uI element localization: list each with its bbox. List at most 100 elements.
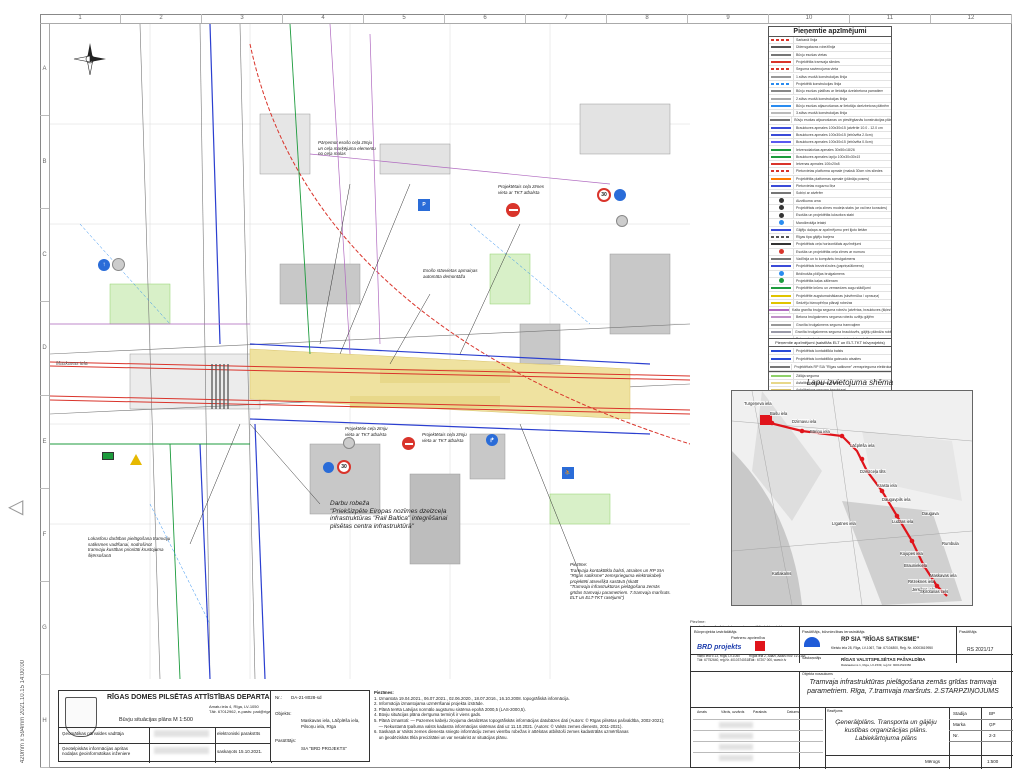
- legend-item: Projektētais kontakttīkla gaisvadu atsai…: [769, 355, 891, 363]
- callout-parking-machine: Esošo stāvvietas apmaiņas automāta demon…: [423, 268, 478, 279]
- legend-symbol-icon: [769, 226, 794, 233]
- grid-col-2: 2: [121, 14, 202, 23]
- legend-label: Sobiņi ar atvērēm: [796, 191, 824, 196]
- grid-row-H: H: [40, 675, 49, 768]
- note-line: — Nekustamā īpašuma valsts kadastra info…: [374, 723, 623, 729]
- legend-label: Būvju esošas vietas: [796, 52, 827, 57]
- traffic-light-icon: [102, 452, 114, 460]
- no-stopping-sign-icon: [112, 258, 125, 271]
- boundary-label: Darbu robeža "Priekšizpēte Eiropas nozīm…: [330, 500, 448, 530]
- legend-symbol-icon: [769, 299, 794, 306]
- legend-symbol-icon: [769, 95, 794, 102]
- legend-label: Projektētie krūmu un zemsedzes augu stād…: [796, 286, 871, 291]
- legend-label: Pieturvietas platforma apmale (maksā 30c…: [796, 169, 883, 174]
- legend-label: Zālāja seguma: [796, 373, 819, 378]
- legend-label: Granīta brulgakmens seguma tramvajiem: [796, 322, 861, 327]
- previous-page-arrow-icon[interactable]: ◁: [8, 496, 24, 518]
- legend-label: Pieturvietas nogaznu līņa: [796, 184, 836, 189]
- legend-symbol-icon: [769, 263, 794, 270]
- legend-label: Projektētie augstumaināšanas (skvērmūka …: [796, 293, 880, 298]
- scheme-title: Lapu izvietojuma shēma: [806, 378, 894, 387]
- legend-item: Gājēju daļapa ar apzīmējumu pret ļijoto …: [769, 226, 891, 235]
- callout-traffic-light: Lokasforu darbības pielāgošana tramvaju …: [88, 536, 171, 558]
- legend-item: Aizvilkuma urna: [769, 197, 891, 205]
- notes-block: Piezīmes: 1. Izmantota 19.04.2021., 06.0…: [374, 690, 686, 762]
- legend-label: Sedzēju biznopērīņa plānaji robežas: [796, 300, 853, 305]
- signature-column-header: Paraksts: [753, 710, 767, 714]
- department-contacts: Tālr. 67012962, e-pasts: pad@riga.lv: [209, 709, 275, 714]
- legend-label: Būvju esošas atjaunošanas ar lietotāja d…: [796, 103, 890, 108]
- tram-rails: [50, 43, 690, 445]
- legend-label: Projektētais RP SIA "Rīgas satiksme" zem…: [794, 364, 891, 369]
- legend-item: Sedzēju biznopērīņa plānaji robežas: [769, 299, 891, 307]
- legend-symbol-icon: [769, 270, 794, 277]
- legend-label: Brauktuves apmales 100x30x15 (atvērtie 1…: [796, 125, 883, 130]
- warning-sign-icon: [130, 454, 142, 465]
- tram-platform-zone: [249, 348, 631, 420]
- legend-symbol-icon: [769, 248, 794, 255]
- row1-label: Ģeomātikas pārvaldes vadītāja: [62, 731, 124, 736]
- agree-name: RĪGAS VALSTSPILSĒTAS PAŠVALDĪBA: [841, 657, 926, 662]
- rs-logo-icon: [804, 637, 820, 647]
- speed-limit-sign-icon: 30: [337, 460, 351, 474]
- plan-type: Būvju situācijas plāns M 1:500: [119, 717, 193, 723]
- grid-col-7: 7: [526, 14, 607, 23]
- callout-sign-position-2: Projektētais ceļa zīmju vieta ar TKT atb…: [422, 432, 467, 443]
- blue-mandatory-sign-icon-2: [323, 462, 334, 473]
- legend-item: Pieturvietas nogaznu līņa: [769, 183, 891, 191]
- scheme-label-l16: Rumbula: [942, 541, 959, 546]
- partner-caption: Partneru apvienība: [731, 635, 765, 640]
- grid-row-D: D: [40, 302, 49, 396]
- legend-label: Betona brulgakmens seguma robežu uzlēju …: [796, 315, 874, 320]
- scheme-label-l11: Brauniekiela: [904, 563, 928, 568]
- legend-item: Esošās un projektētās luksofora stabi: [769, 212, 891, 220]
- project-title-block: Būvprojekta izstrādātājs Partneru apvien…: [690, 626, 1013, 769]
- legend-symbol-icon: [769, 161, 794, 168]
- north-arrow-icon: [73, 43, 106, 76]
- nr-label-right: Nr.: [953, 733, 959, 738]
- legend-symbol-icon: [769, 117, 793, 124]
- legend-item: Ietvenodalošas apmales 30x50x18/26: [769, 146, 891, 154]
- legend-item: Projektētie augstumaināšanas (skvērmūka …: [769, 292, 891, 300]
- scheme-label-l2: Bašu iela: [770, 411, 788, 416]
- redacted-name: [719, 733, 753, 739]
- brd-logo: BRD projekts: [697, 644, 742, 651]
- general-plan-drawing: [50, 24, 690, 679]
- legend-symbol-icon: [769, 146, 794, 153]
- legend-item: Projektētais kontakttīkla balsts: [769, 347, 891, 355]
- agree-caption: Saskaņotājs: [802, 656, 822, 660]
- legend-label: Seguma savienojuma vieta: [796, 67, 839, 72]
- scheme-label-l10: Kojupes iela: [900, 551, 923, 556]
- legend-label: Ietvenas apmales 100x20x8: [796, 162, 840, 167]
- redacted-name: [719, 722, 753, 728]
- legend-item: Sobiņi ar atvērēm: [769, 190, 891, 198]
- legend-symbol-icon: [769, 37, 794, 44]
- legend-item: Projektētais ceļa zīmes modeļa stabs (ar…: [769, 204, 891, 213]
- nr-value: DA-21-8028-sd: [291, 695, 322, 700]
- drawing-sheet-frame: [40, 14, 1012, 768]
- legend-label: Aizvilkuma urna: [796, 198, 821, 203]
- row2-label: Ģeotelpiskās informācijas apritas nodaļa…: [62, 746, 131, 756]
- grid-row-A: A: [40, 23, 49, 117]
- legend-label: Granīta brulgakmens seguma brauktuvēs, g…: [795, 330, 891, 335]
- existing-buildings: [129, 103, 671, 565]
- legend-label: Asfaltbetona seguma ietvēm: [796, 381, 841, 386]
- legend-item: Brauktuves apmales 100x30x15 (atvērtie 1…: [769, 124, 891, 132]
- legend-item: Projektētās platformas apmale (plānāja p…: [769, 175, 891, 183]
- legend-label: 3.stāvu esošā konstrukcijas līnija: [796, 111, 847, 116]
- blue-mandatory-sign-icon: [614, 189, 626, 201]
- legend-item: Zālāja seguma: [769, 372, 891, 380]
- legend-label: Brauktuves apmales izpiju 100x30x30x15: [796, 154, 861, 159]
- scheme-label-l8: Ludzas iela: [892, 519, 914, 524]
- signature-row: [693, 752, 823, 763]
- legend-item: Vadlīnija un to kompāntu brulgakmens: [769, 256, 891, 264]
- legend-label: Projektētās platformas apmale (plānāja p…: [796, 176, 870, 181]
- legend-symbol-icon: [769, 73, 794, 80]
- legend-symbol-icon: [769, 292, 794, 299]
- code-value: RS 2021/17: [967, 647, 994, 653]
- current-sheet-marker: [760, 415, 772, 425]
- legend-label: Būvju esošas atjaunošanas un pieslēgšanā…: [794, 118, 891, 123]
- legend-label: Projektētās tramvaja sliedes: [796, 60, 840, 65]
